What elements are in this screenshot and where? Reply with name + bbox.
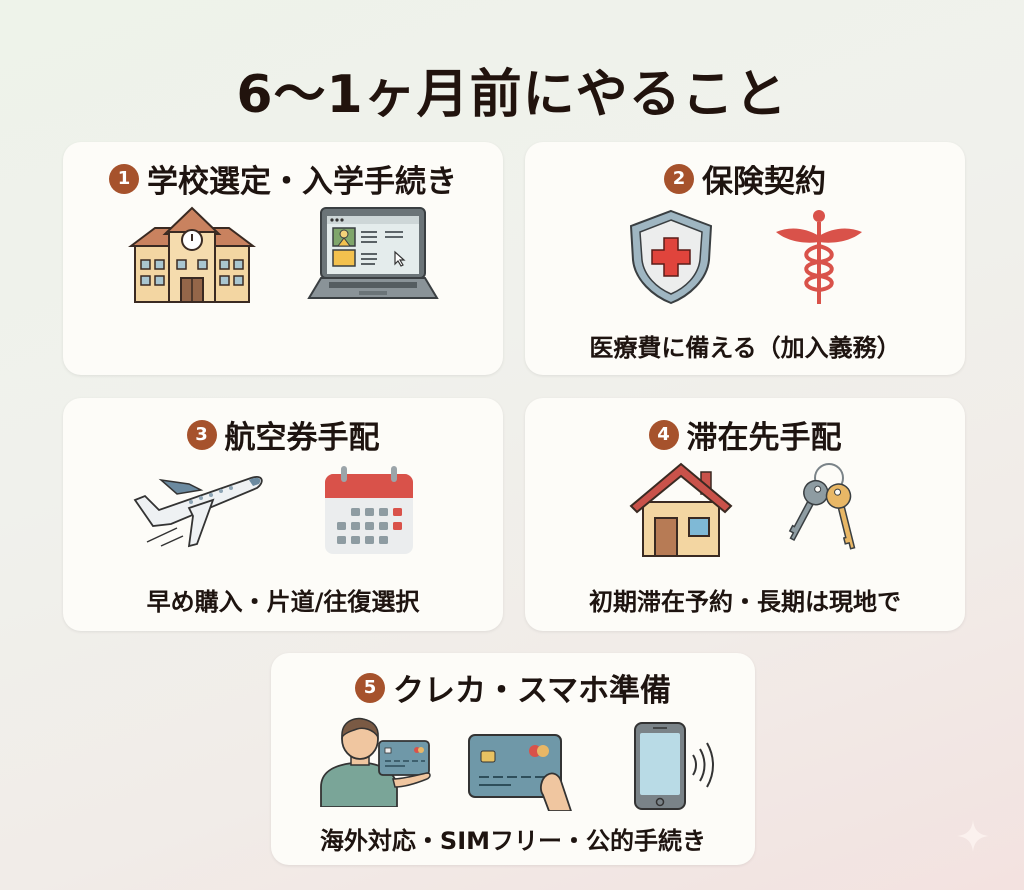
card-heading: 1 学校選定・入学手続き: [63, 156, 503, 201]
airplane-takeoff-icon: [133, 476, 263, 548]
calendar-icon: [325, 466, 413, 554]
step-badge: 5: [354, 672, 385, 703]
card-subtitle: 医療費に備える（加入義務）: [589, 334, 901, 362]
card-subtitle: 海外対応・SIMフリー・公的手続き: [319, 827, 707, 855]
card-heading-text: 保険契約: [702, 164, 826, 200]
step-badge: 2: [664, 163, 694, 194]
house-icon: [629, 462, 733, 557]
card-subtitle: 早め購入・片道/往復選択: [146, 588, 420, 616]
credit-card-hand-icon: [468, 734, 572, 811]
card-subtitle: 初期滞在予約・長期は現地で: [589, 588, 901, 616]
sparkle-icon: [957, 820, 989, 852]
step-badge: 3: [186, 419, 217, 450]
school-building-icon: [128, 206, 256, 303]
caduceus-icon: [776, 210, 862, 304]
card-flight: 3 航空券手配 早め購入・片道/往復選択: [63, 398, 503, 631]
card-heading: 5 クレカ・スマホ準備: [271, 665, 755, 710]
smartphone-signal-icon: [634, 722, 714, 810]
card-heading-text: 学校選定・入学手続き: [147, 164, 457, 200]
shield-red-cross-icon: [629, 209, 713, 305]
card-heading: 3 航空券手配: [63, 412, 503, 457]
card-heading: 2 保険契約: [525, 156, 965, 201]
laptop-application-icon: [307, 207, 439, 299]
card-heading-text: 航空券手配: [224, 420, 380, 456]
card-accommodation: 4 滞在先手配 初期滞在予約・長期は現地で: [525, 398, 965, 631]
page-title: 6～1ヶ月前にやること: [236, 65, 788, 125]
step-badge: 1: [109, 163, 139, 194]
card-school-enrollment: 1 学校選定・入学手続き: [63, 142, 503, 375]
card-heading-text: 滞在先手配: [686, 420, 842, 456]
step-badge: 4: [648, 419, 679, 450]
card-card-phone: 5 クレカ・スマホ準備 海外対応・SIMフリー・公的手続き: [271, 653, 755, 865]
card-heading-text: クレカ・スマホ準備: [392, 673, 672, 709]
card-insurance: 2 保険契約 医療費に備える（加入義務）: [525, 142, 965, 375]
person-holding-card-icon: [320, 717, 431, 807]
card-heading: 4 滞在先手配: [525, 412, 965, 457]
keys-icon: [788, 463, 856, 550]
